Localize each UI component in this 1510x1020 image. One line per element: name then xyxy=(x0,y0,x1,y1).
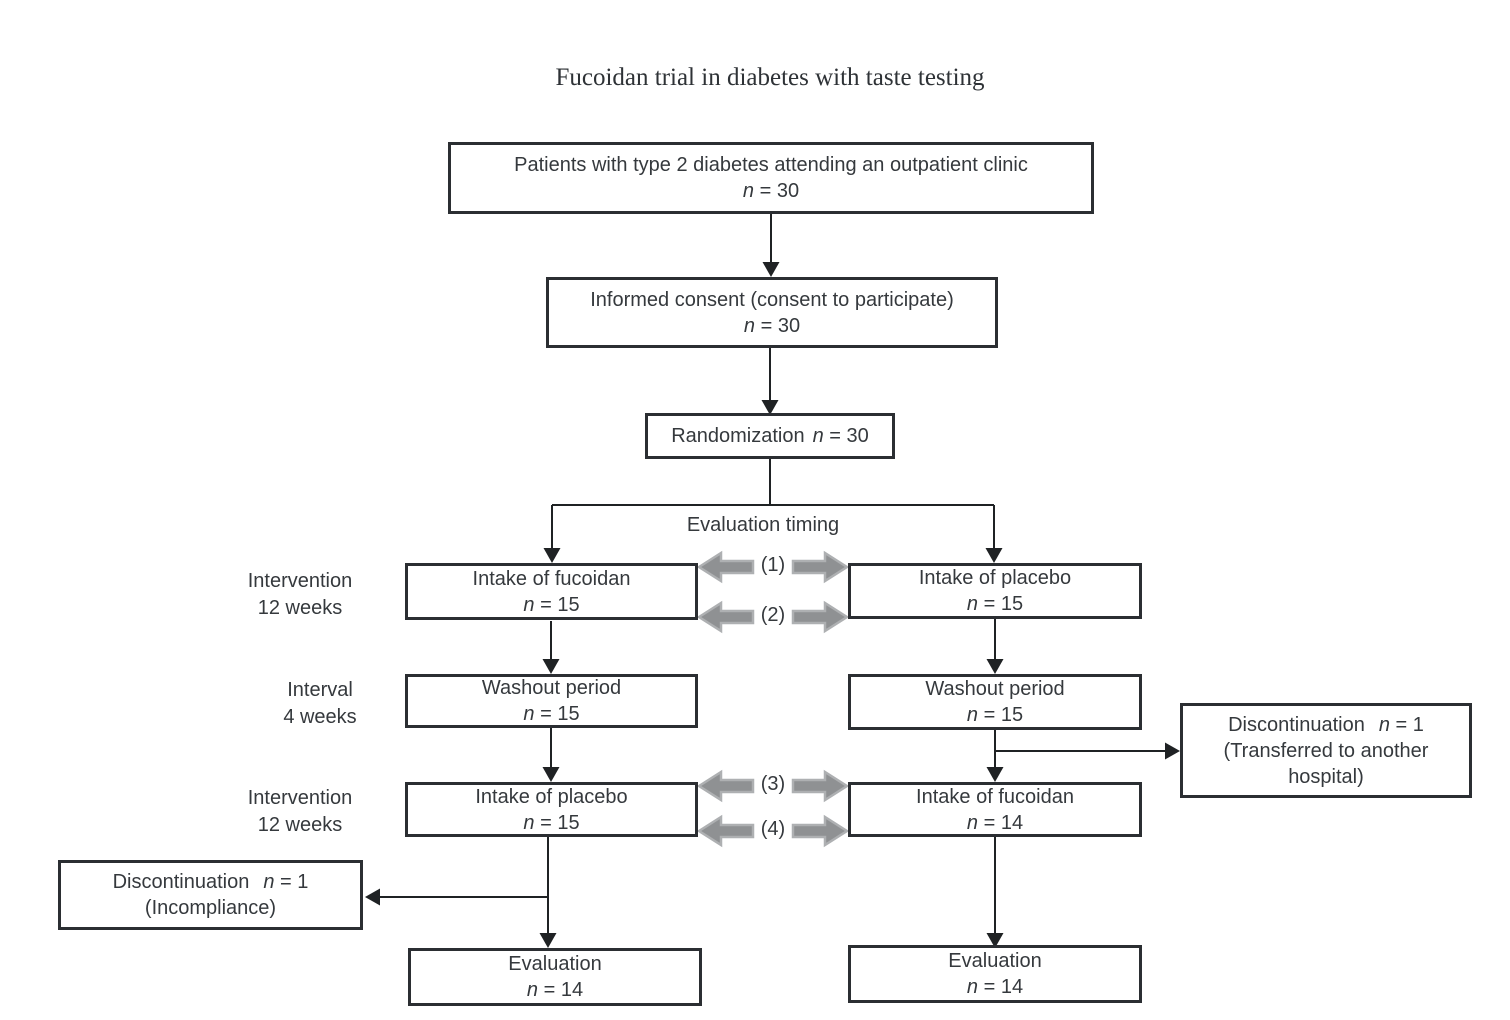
box-patients: Patients with type 2 diabetes attending … xyxy=(448,142,1094,214)
box-washout-right: Washout period n = 15 xyxy=(848,674,1142,730)
timing-marker-4: (4) xyxy=(760,818,786,840)
timing-arrow-pair-2 xyxy=(696,600,850,634)
side-label-interval: Interval 4 weeks xyxy=(283,679,357,728)
box-intake-placebo-1: Intake of placebo n = 15 xyxy=(848,563,1142,619)
timing-arrow-pair-4 xyxy=(696,814,850,848)
box-evaluation-right-n: n = 14 xyxy=(966,976,1024,998)
arrow-right-intake-to-evaluation xyxy=(986,837,1004,948)
box-washout-left: Washout period n = 15 xyxy=(405,674,698,728)
box-discontinuation-left-reason: (Incompliance) xyxy=(144,897,277,919)
timing-arrow-pair-1 xyxy=(696,550,850,584)
side-label-intervention-2: Intervention 12 weeks xyxy=(247,787,353,836)
box-intake-placebo-1-n: n = 15 xyxy=(966,593,1024,615)
box-evaluation-left-text: Evaluation xyxy=(508,953,602,975)
box-intake-fucoidan-1: Intake of fucoidan n = 15 xyxy=(405,563,698,620)
timing-marker-1: (1) xyxy=(760,554,786,576)
box-evaluation-left-n: n = 14 xyxy=(526,979,584,1001)
box-discontinuation-right-reason: (Transferred to another hospital) xyxy=(1223,739,1429,788)
box-intake-fucoidan-1-n: n = 15 xyxy=(523,593,580,616)
box-intake-placebo-1-text: Intake of placebo xyxy=(918,567,1072,589)
timing-marker-3: (3) xyxy=(760,773,786,795)
box-evaluation-right: Evaluation n = 14 xyxy=(848,945,1142,1003)
box-intake-fucoidan-2-text: Intake of fucoidan xyxy=(916,785,1074,808)
arrow-patients-to-consent xyxy=(762,214,780,277)
arrow-consent-to-randomization xyxy=(761,348,779,415)
box-washout-left-text: Washout period xyxy=(481,677,622,699)
box-intake-fucoidan-2: Intake of fucoidan n = 14 xyxy=(848,782,1142,837)
randomization-split-connector xyxy=(543,459,1003,563)
box-intake-fucoidan-2-n: n = 14 xyxy=(966,811,1024,834)
box-informed-consent: Informed consent (consent to participate… xyxy=(546,277,998,348)
arrow-right-washout-to-intake xyxy=(986,730,1004,782)
arrow-right-intake-to-washout xyxy=(986,618,1004,674)
box-intake-placebo-2-text: Intake of placebo xyxy=(475,785,628,808)
arrow-left-washout-to-intake xyxy=(542,728,560,782)
box-evaluation-right-text: Evaluation xyxy=(948,950,1042,972)
box-patients-text: Patients with type 2 diabetes attending … xyxy=(514,154,1028,176)
box-informed-consent-text: Informed consent (consent to participate… xyxy=(590,288,954,311)
arrow-branch-to-discontinuation-left xyxy=(365,888,548,906)
diagram-title: Fucoidan trial in diabetes with taste te… xyxy=(555,64,985,91)
box-intake-placebo-2: Intake of placebo n = 15 xyxy=(405,782,698,837)
arrow-left-intake-to-washout xyxy=(542,621,560,674)
box-washout-left-n: n = 15 xyxy=(523,703,580,725)
box-washout-right-text: Washout period xyxy=(925,678,1065,700)
timing-marker-2: (2) xyxy=(760,604,786,626)
side-label-intervention-1: Intervention 12 weeks xyxy=(247,570,353,619)
evaluation-timing-label: Evaluation timing xyxy=(686,514,840,536)
box-intake-placebo-2-n: n = 15 xyxy=(523,811,580,834)
box-washout-right-n: n = 15 xyxy=(966,704,1024,726)
timing-arrow-pair-3 xyxy=(696,769,850,803)
box-intake-fucoidan-1-text: Intake of fucoidan xyxy=(472,567,631,590)
arrow-left-intake-to-evaluation xyxy=(539,837,557,948)
arrow-branch-to-discontinuation-right xyxy=(995,742,1180,760)
box-patients-n: n = 30 xyxy=(742,180,800,202)
box-informed-consent-n: n = 30 xyxy=(743,314,801,337)
box-evaluation-left: Evaluation n = 14 xyxy=(408,948,702,1006)
